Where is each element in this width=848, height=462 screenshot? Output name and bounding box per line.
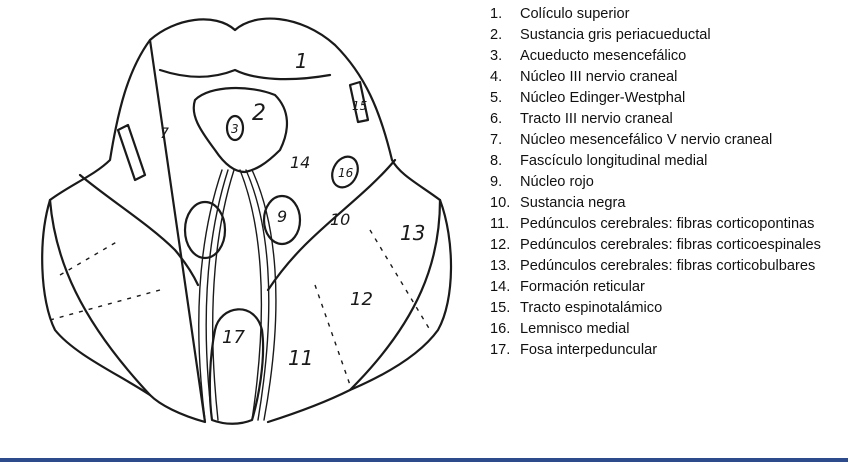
legend-item: 11. Pedúnculos cerebrales: fibras cortic… [490,214,840,235]
legend-number: 9. [490,172,520,193]
label-16: 16 [338,166,354,180]
legend-number: 2. [490,25,520,46]
legend-label: Núcleo III nervio craneal [520,67,840,88]
legend-label: Formación reticular [520,277,840,298]
legend-number: 6. [490,109,520,130]
legend-number: 5. [490,88,520,109]
legend-item: 3. Acueducto mesencefálico [490,46,840,67]
legend-number: 11. [490,214,520,235]
substantia-nigra-left [80,175,198,285]
label-2: 2 [252,101,266,126]
legend-label: Tracto espinotalámico [520,298,840,319]
legend-number: 8. [490,151,520,172]
legend-number: 3. [490,46,520,67]
legend-label: Lemnisco medial [520,319,840,340]
legend-item: 14. Formación reticular [490,277,840,298]
legend-label: Sustancia negra [520,193,840,214]
label-1: 1 [295,49,308,73]
legend-label: Pedúnculos cerebrales: fibras corticoesp… [520,235,840,256]
legend-item: 4. Núcleo III nervio craneal [490,67,840,88]
legend-item: 15. Tracto espinotalámico [490,298,840,319]
legend-number: 7. [490,130,520,151]
division-right-2 [315,285,350,385]
red-nucleus-left [185,202,225,258]
legend-number: 17. [490,340,520,361]
legend-item: 6. Tracto III nervio craneal [490,109,840,130]
label-3: 3 [231,122,239,136]
legend-item: 7. Núcleo mesencefálico V nervio craneal [490,130,840,151]
legend: 1. Colículo superior 2. Sustancia gris p… [490,4,840,361]
legend-item: 13. Pedúnculos cerebrales: fibras cortic… [490,256,840,277]
legend-item: 1. Colículo superior [490,4,840,25]
division-left-2 [50,290,160,320]
midbrain-drawing: 1 2 3 7 9 10 11 12 13 14 15 16 17 [0,0,480,462]
legend-number: 14. [490,277,520,298]
label-14: 14 [290,153,310,172]
legend-number: 1. [490,4,520,25]
bottom-bar [0,458,848,462]
label-13: 13 [400,221,425,245]
label-11: 11 [288,346,313,370]
legend-label: Fosa interpeduncular [520,340,840,361]
label-7: 7 [160,126,169,142]
division-right-1 [370,230,430,330]
legend-label: Colículo superior [520,4,840,25]
legend-item: 8. Fascículo longitudinal medial [490,151,840,172]
left-tract-bar [118,125,145,180]
legend-number: 10. [490,193,520,214]
legend-label: Fascículo longitudinal medial [520,151,840,172]
legend-label: Tracto III nervio craneal [520,109,840,130]
label-17: 17 [222,327,245,348]
legend-label: Núcleo Edinger-Westphal [520,88,840,109]
legend-label: Acueducto mesencefálico [520,46,840,67]
legend-item: 2. Sustancia gris periacueductal [490,25,840,46]
label-9: 9 [277,207,287,226]
legend-number: 13. [490,256,520,277]
legend-item: 5. Núcleo Edinger-Westphal [490,88,840,109]
legend-label: Pedúnculos cerebrales: fibras corticopon… [520,214,840,235]
legend-label: Pedúnculos cerebrales: fibras corticobul… [520,256,840,277]
legend-item: 9. Núcleo rojo [490,172,840,193]
legend-number: 12. [490,235,520,256]
legend-number: 15. [490,298,520,319]
legend-item: 10. Sustancia negra [490,193,840,214]
legend-label: Sustancia gris periacueductal [520,25,840,46]
legend-label: Núcleo mesencefálico V nervio craneal [520,130,840,151]
label-10: 10 [330,210,350,229]
legend-number: 4. [490,67,520,88]
midbrain-cross-section: 1 2 3 7 9 10 11 12 13 14 15 16 17 [0,0,480,462]
legend-number: 16. [490,319,520,340]
label-12: 12 [350,289,373,310]
midbrain-outline [42,19,451,422]
legend-item: 16. Lemnisco medial [490,319,840,340]
periaqueductal-grey [194,88,287,172]
label-15: 15 [352,99,367,113]
legend-label: Núcleo rojo [520,172,840,193]
legend-item: 17. Fosa interpeduncular [490,340,840,361]
legend-item: 12. Pedúnculos cerebrales: fibras cortic… [490,235,840,256]
division-left-1 [60,240,120,275]
